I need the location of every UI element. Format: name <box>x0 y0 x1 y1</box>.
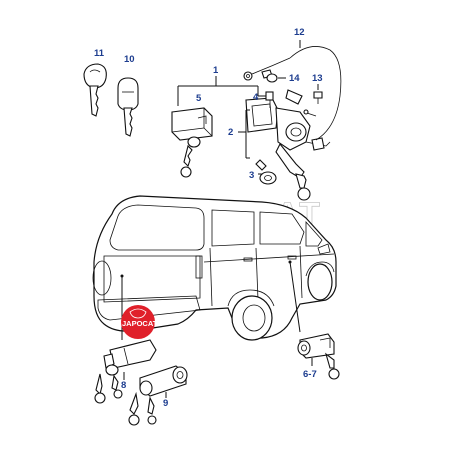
key-11-part <box>83 63 107 117</box>
spare-lock-9-part <box>128 365 188 426</box>
leader-door <box>289 261 301 333</box>
callout-1: 1 <box>213 65 219 76</box>
key-10-part <box>117 77 139 137</box>
tailgate-lock-8-part <box>94 339 157 404</box>
logo-circle <box>121 305 155 339</box>
callout-3: 3 <box>249 170 254 181</box>
callout-11: 11 <box>94 48 105 59</box>
ignition-key-part <box>295 173 311 201</box>
nut-3-part <box>255 159 277 185</box>
clip-14-part <box>266 73 286 83</box>
screw-4-part <box>258 91 274 108</box>
callout-13: 13 <box>312 73 323 84</box>
callout-4: 4 <box>253 92 259 103</box>
door-cylinder-6-7-part <box>297 333 340 380</box>
callout-14: 14 <box>289 73 300 84</box>
logo-text: JAPOCAT <box>122 319 158 328</box>
callout-8: 8 <box>121 380 126 391</box>
bolt-13-part <box>303 84 323 117</box>
callout-2: 2 <box>228 127 233 138</box>
callout-6-7: 6-7 <box>303 369 317 380</box>
callout-5: 5 <box>196 93 202 104</box>
vehicle-outline <box>92 195 337 341</box>
callout-12: 12 <box>294 27 305 38</box>
callout-9: 9 <box>163 398 168 409</box>
japocat-logo: JAPOCAT <box>121 305 158 339</box>
door-cylinder-5-part <box>171 107 213 178</box>
callout-10: 10 <box>124 54 135 65</box>
